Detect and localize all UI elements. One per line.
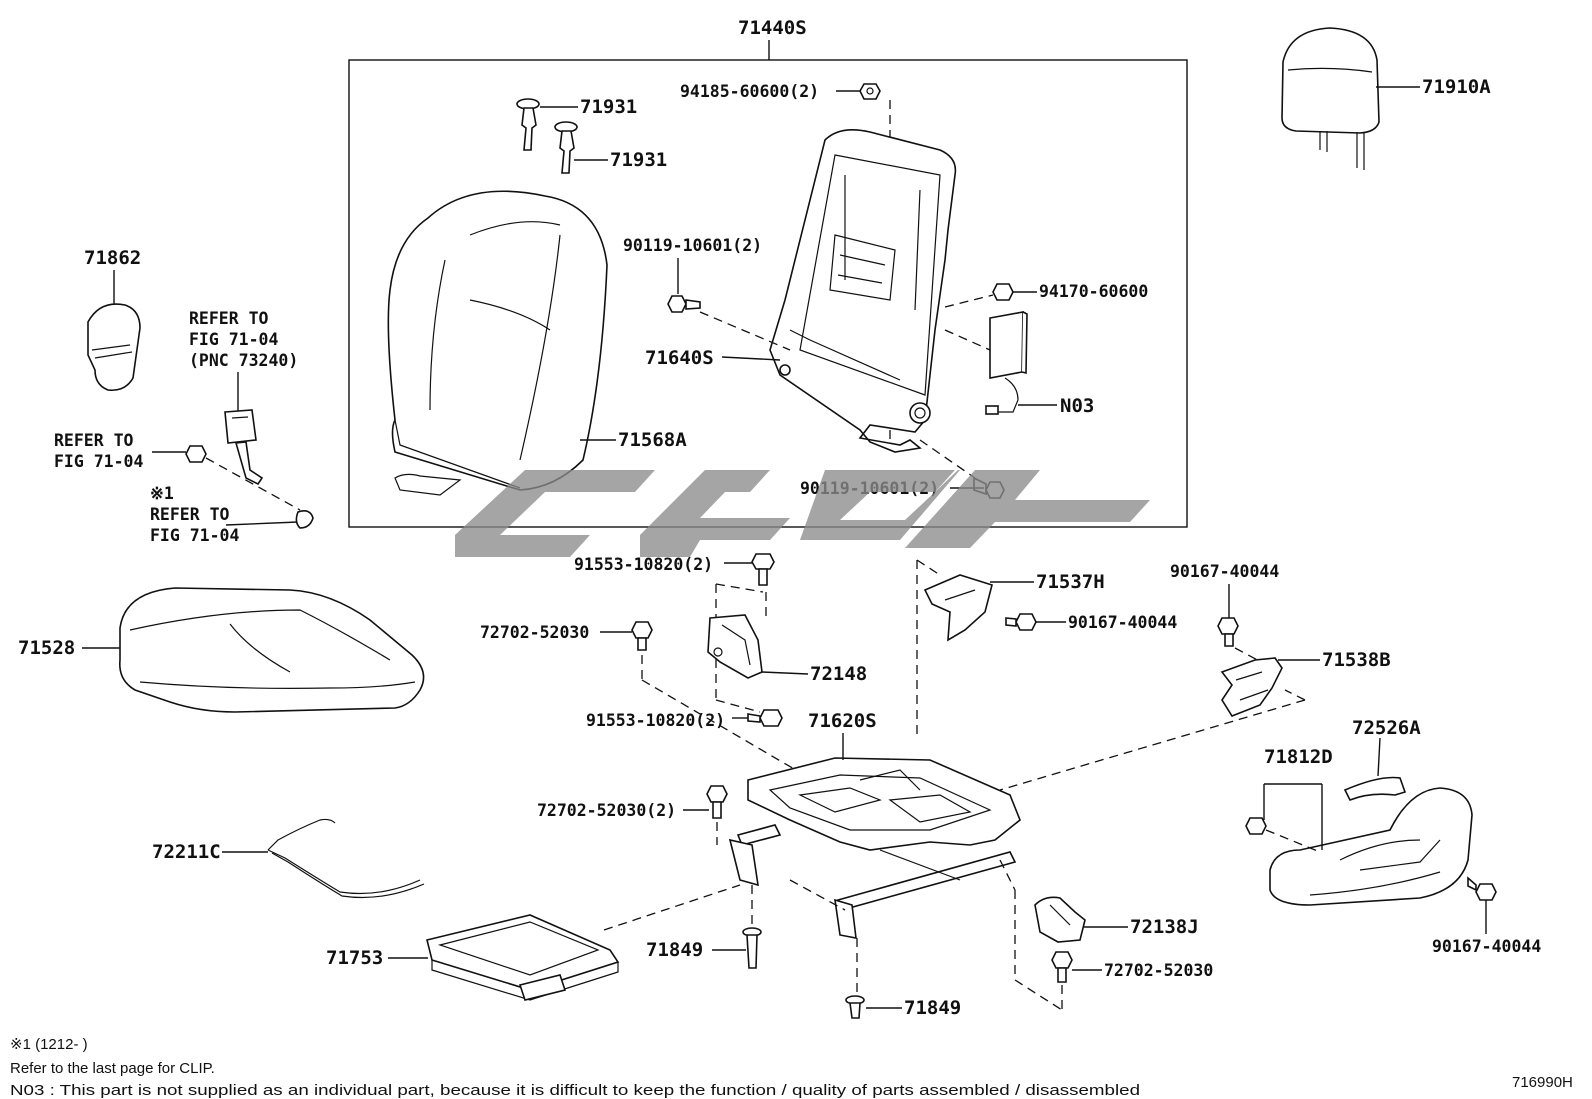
bolt-91553-lower xyxy=(747,709,783,727)
refer-belt-line3: (PNC 73240) xyxy=(189,351,298,370)
screw-90167-a xyxy=(1005,613,1037,631)
knob-72526A xyxy=(1343,776,1407,802)
bolt-72702-a xyxy=(631,621,653,651)
bolt-91553-upper xyxy=(751,553,775,586)
callout-72702-52030-b[interactable]: 72702-52030(2) xyxy=(537,801,676,820)
refer-belt-line2: FIG 71-04 xyxy=(189,330,278,349)
refer-clip-mark: ※1 xyxy=(150,484,174,503)
screw-90167-c xyxy=(1467,876,1497,901)
clip-refer-fig xyxy=(295,510,314,529)
refer-nut-line2: FIG 71-04 xyxy=(54,452,143,471)
callout-71620S[interactable]: 71620S xyxy=(808,710,877,732)
bracket-72148 xyxy=(707,614,763,679)
callout-71812D[interactable]: 71812D xyxy=(1264,746,1333,768)
callout-71849-a[interactable]: 71849 xyxy=(646,939,703,961)
clip-71931-upper xyxy=(516,98,540,151)
clip-71812D xyxy=(1245,817,1267,835)
pin-71849-a xyxy=(742,927,762,969)
callout-71538B[interactable]: 71538B xyxy=(1322,649,1391,671)
callout-71931-b[interactable]: 71931 xyxy=(610,149,667,171)
callout-90167-40044-c[interactable]: 90167-40044 xyxy=(1432,937,1541,956)
figure-code: 716990H xyxy=(1512,1074,1573,1091)
shield-71812D xyxy=(1269,787,1473,906)
callout-72526A[interactable]: 72526A xyxy=(1352,717,1421,739)
callout-90167-40044-b[interactable]: 90167-40044 xyxy=(1170,562,1279,581)
cover-71538B xyxy=(1220,657,1283,717)
callout-90167-40044-a[interactable]: 90167-40044 xyxy=(1068,613,1177,632)
callout-71568A[interactable]: 71568A xyxy=(618,429,687,451)
note-clip-mark: ※1 (1212- ) xyxy=(10,1036,88,1053)
refer-clip-line2: FIG 71-04 xyxy=(150,526,239,545)
callout-71931-a[interactable]: 71931 xyxy=(580,96,637,118)
nut-94185 xyxy=(859,83,881,100)
callout-71440S[interactable]: 71440S xyxy=(738,17,807,39)
watermark-logo xyxy=(455,470,1150,557)
callout-72211C[interactable]: 72211C xyxy=(152,841,221,863)
refer-nut-line1: REFER TO xyxy=(54,431,134,450)
callout-71640S[interactable]: 71640S xyxy=(645,347,714,369)
callout-72702-52030-a[interactable]: 72702-52030 xyxy=(480,623,589,642)
seat-back-frame xyxy=(769,129,957,453)
callout-90119-10601-a[interactable]: 90119-10601(2) xyxy=(623,236,762,255)
note-N03: N03 : This part is not supplied as an in… xyxy=(10,1082,1140,1099)
callout-94170-60600[interactable]: 94170-60600 xyxy=(1039,282,1148,301)
pin-71849-b xyxy=(845,995,865,1019)
seat-adjuster-71620S xyxy=(728,757,1021,939)
clip-71931-lower xyxy=(554,121,578,174)
callout-71849-b[interactable]: 71849 xyxy=(904,997,961,1019)
bolt-72702-b xyxy=(706,785,728,819)
callout-91553-10820-b[interactable]: 91553-10820(2) xyxy=(586,711,725,730)
callout-71528[interactable]: 71528 xyxy=(18,637,75,659)
screw-90167-b xyxy=(1217,617,1239,647)
bolt-90119-upper xyxy=(667,295,701,313)
callout-71753[interactable]: 71753 xyxy=(326,947,383,969)
cover-71537H xyxy=(923,574,993,642)
wire-72211C xyxy=(267,818,425,899)
callout-72138J[interactable]: 72138J xyxy=(1130,916,1199,938)
tray-71753 xyxy=(426,914,620,1001)
nut-refer-fig xyxy=(185,445,207,463)
note-clip-refer: Refer to the last page for CLIP. xyxy=(10,1060,215,1077)
cover-72138J xyxy=(1034,896,1086,943)
callout-94185-60600[interactable]: 94185-60600(2) xyxy=(680,82,819,101)
callout-71862[interactable]: 71862 xyxy=(84,247,141,269)
callout-71910A[interactable]: 71910A xyxy=(1422,76,1491,98)
side-airbag-N03 xyxy=(985,311,1028,415)
refer-clip-line1: REFER TO xyxy=(150,505,230,524)
seat-cushion xyxy=(118,587,425,713)
seat-back-cover xyxy=(387,190,608,496)
callout-N03[interactable]: N03 xyxy=(1060,395,1094,417)
callout-71537H[interactable]: 71537H xyxy=(1036,571,1105,593)
pad-71862 xyxy=(87,303,141,392)
callout-72702-52030-c[interactable]: 72702-52030 xyxy=(1104,961,1213,980)
callout-72148[interactable]: 72148 xyxy=(810,663,867,685)
callout-91553-10820-a[interactable]: 91553-10820(2) xyxy=(574,555,713,574)
seatbelt-buckle xyxy=(224,409,264,486)
refer-belt-line1: REFER TO xyxy=(189,309,269,328)
headrest-part xyxy=(1281,27,1380,170)
nut-94170 xyxy=(992,283,1014,301)
bolt-72702-c xyxy=(1051,951,1073,983)
